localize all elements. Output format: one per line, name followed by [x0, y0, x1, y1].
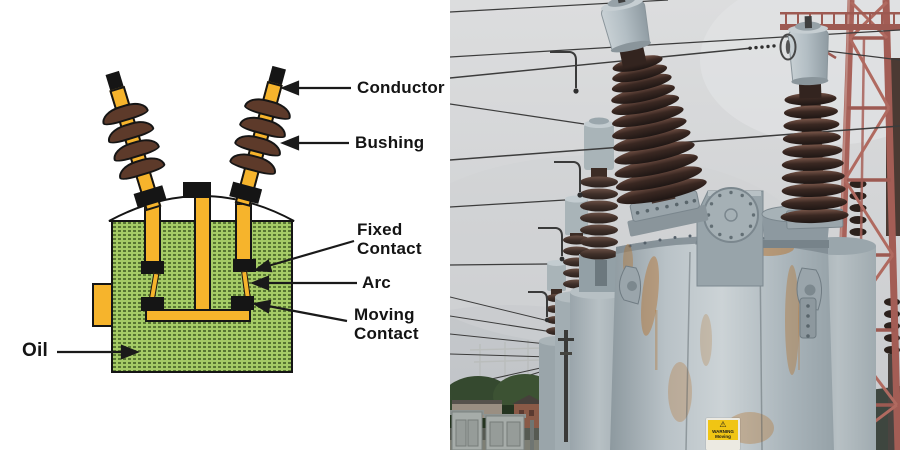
tank-top-cap — [183, 182, 211, 198]
mechanism-box — [696, 187, 764, 287]
fixed-contact-right — [233, 259, 256, 272]
fixed-contact-left — [141, 261, 164, 274]
jumper-beads — [544, 88, 583, 323]
utility-pole — [558, 330, 574, 442]
label-fixed-contact: Fixed Contact — [357, 220, 422, 258]
moving-contact-right — [231, 296, 254, 310]
lifting-lugs — [619, 265, 822, 339]
label-oil: Oil — [22, 340, 48, 361]
warning-sticker: ⚠ WARNING Moving — [706, 418, 740, 450]
label-arc: Arc — [362, 273, 391, 292]
warning-subtext: Moving — [715, 434, 731, 439]
label-bushing: Bushing — [355, 133, 425, 152]
central-conductor-rod — [194, 196, 211, 316]
oil-circuit-breaker-diagram: Conductor Bushing Fixed Contact Arc Movi… — [22, 61, 445, 373]
warning-text: WARNING — [712, 429, 734, 434]
substation-photo: ⚠ WARNING Moving — [450, 0, 900, 450]
control-cabinets — [450, 410, 534, 450]
right-conductor-rod — [235, 203, 252, 265]
photo-canvas — [450, 0, 900, 450]
left-bushing — [87, 65, 178, 214]
warning-triangle-icon: ⚠ — [719, 420, 727, 429]
right-bushing — [218, 61, 304, 210]
moving-contact-bar — [145, 309, 251, 322]
main-bushing — [600, 0, 709, 237]
jumper-wires — [528, 51, 581, 317]
label-moving-contact: Moving Contact — [354, 305, 419, 343]
corona-ring — [748, 33, 797, 61]
moving-contact-left — [141, 297, 164, 311]
main-tank — [610, 226, 834, 450]
left-conductor-rod — [144, 205, 161, 267]
second-bushing — [780, 15, 849, 230]
label-conductor: Conductor — [357, 78, 445, 97]
